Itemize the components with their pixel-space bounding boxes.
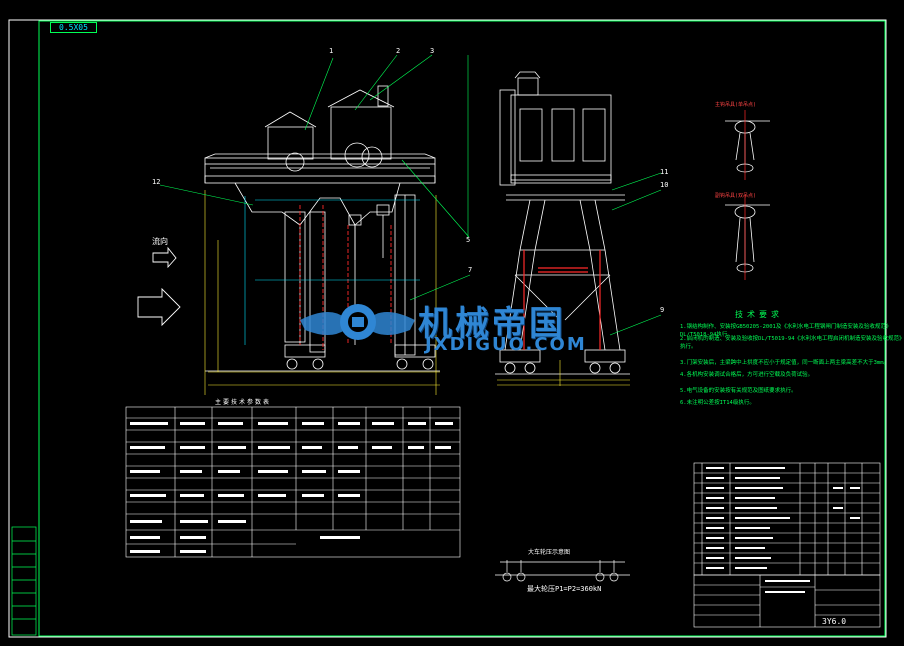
callout-11: 11: [660, 168, 669, 176]
callout-7: 7: [468, 266, 473, 274]
hook-detail-1: [725, 120, 770, 173]
hook-detail-2-label: 副钩吊具(双吊点): [715, 193, 757, 199]
side-callout-leaders: [609, 172, 662, 336]
callout-3: 3: [430, 47, 435, 55]
side-dimensions: [497, 360, 630, 386]
hook-detail-2: [725, 204, 770, 273]
technical-note-2: 2.启闭机的制造、安装及验收按DL/T5019-94《水利水电工程启闭机制造安装…: [680, 336, 902, 350]
callout-12: 12: [152, 178, 161, 186]
parts-list-cell-text: [706, 467, 860, 593]
load-diagram-formula: 最大轮压P1=P2=360kN: [527, 585, 602, 593]
front-elevation: [204, 85, 440, 372]
callout-9: 9: [660, 306, 665, 314]
watermark-chinese: 机械帝国: [418, 304, 566, 344]
drawing-border-inner: [38, 20, 886, 637]
technical-note-5: 5.电气设备的安装按有关规范及图纸要求执行。: [680, 388, 797, 394]
title-block: [693, 574, 881, 628]
front-dimensions: [204, 190, 440, 395]
callout-2: 2: [396, 47, 401, 55]
left-strip-table: [11, 526, 37, 636]
technical-note-4: 4.各机构安装调试合格后，方可进行空载及负荷试验。: [680, 372, 814, 378]
drawing-title-tag: 0.5X05: [50, 22, 97, 33]
wheel-load-diagram: [495, 560, 630, 582]
load-diagram-title: 大车轮压示意图: [528, 549, 571, 556]
drawing-border-outer: [8, 19, 887, 638]
flow-arrows: [137, 246, 181, 327]
technical-notes-title: 技术要求: [735, 310, 783, 319]
side-red-members: [523, 250, 601, 350]
parts-list-table: [693, 462, 881, 576]
flow-direction-label: 流向: [152, 237, 168, 246]
callout-5: 5: [466, 236, 471, 244]
parameter-table-title: 主要技术参数表: [215, 399, 272, 406]
watermark-english: JXDIGUO.COM: [425, 334, 587, 355]
watermark-logo: [300, 304, 415, 340]
parameter-table: [125, 406, 461, 558]
technical-note-6: 6.未注明公差按IT14级执行。: [680, 400, 755, 406]
side-elevation: [495, 71, 630, 375]
hook-detail-1-label: 主钩吊具(单吊点): [715, 102, 757, 108]
technical-note-3: 3.门架安装后，主梁跨中上拱度不应小于规定值，同一断面上两主梁高差不大于3mm。: [680, 360, 890, 366]
sheet-number: 3Y6.0: [822, 617, 847, 626]
front-callout-leaders: [159, 54, 471, 301]
front-level-lines: [244, 196, 420, 345]
technical-note-1: 1.钢结构制作、安装按GB50205-2001及《水利水电工程钢闸门制造安装及验…: [680, 324, 892, 338]
callout-1: 1: [329, 47, 334, 55]
callout-10: 10: [660, 181, 669, 189]
parameter-table-cell-text: [130, 422, 453, 553]
